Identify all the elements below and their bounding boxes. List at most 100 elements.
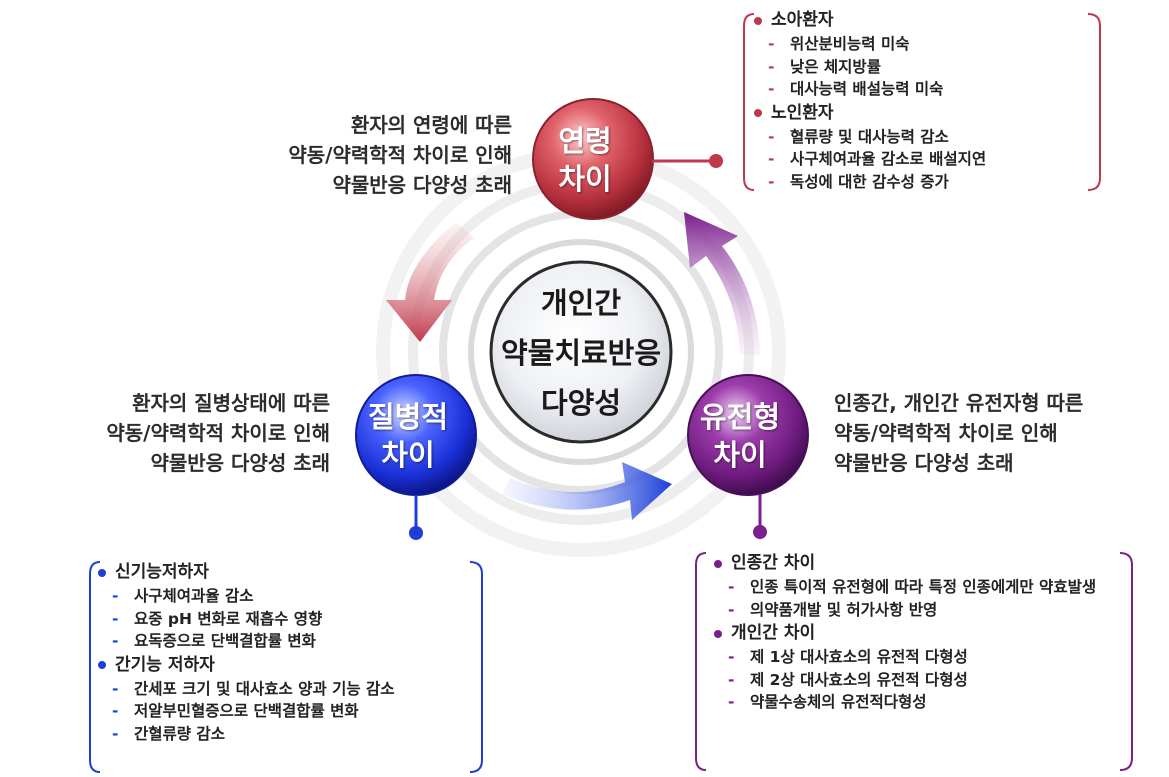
- dash-icon: -: [112, 702, 119, 720]
- panel-item: -요독증으로 단백결합률 변화: [98, 630, 478, 653]
- item-text: 의약품개발 및 허가사항 반영: [750, 600, 938, 619]
- genetic-panel-bracket-right: [1119, 552, 1133, 771]
- center-title-line: 개인간: [540, 286, 622, 320]
- genetic-description: 인종간, 개인간 유전자형 따른 약동/약력학적 차이로 인해 약물반응 다양성…: [834, 388, 1164, 478]
- dash-icon: -: [768, 150, 775, 168]
- ring-core: [468, 239, 694, 465]
- node-genetic-label: 유전형 차이: [665, 398, 815, 474]
- arrow-genetic-to-age: [684, 212, 760, 355]
- dash-icon: -: [112, 609, 119, 628]
- dash-icon: -: [728, 578, 735, 596]
- item-text: 간세포 크기 및 대사효소 양과 기능 감소: [134, 679, 395, 698]
- center-circle: [489, 260, 673, 444]
- panel-item: -제 2상 대사효소의 유전적 다형성: [714, 669, 1124, 692]
- dash-icon: -: [768, 35, 775, 53]
- age-panel-bracket-right: [1087, 13, 1101, 191]
- node-disease-line: 질병적: [367, 400, 449, 434]
- center-title: 개인간 약물치료반응 다양성: [488, 278, 674, 428]
- item-text: 제 2상 대사효소의 유전적 다형성: [750, 670, 968, 689]
- node-age-line: 연령: [558, 124, 612, 158]
- item-text: 대사능력 배설능력 미숙: [790, 80, 944, 98]
- bullet-icon: [714, 559, 722, 568]
- dash-icon: -: [768, 127, 775, 146]
- node-age: [532, 98, 654, 220]
- panel-item: -독성에 대한 감수성 증가: [754, 171, 1094, 194]
- item-text: 요중 pH 변화로 재흡수 영향: [134, 609, 323, 628]
- category-title: 노인환자: [771, 102, 834, 123]
- panel-item: -저알부민혈증으로 단백결합률 변화: [98, 700, 478, 723]
- panel-item: -요중 pH 변화로 재흡수 영향: [98, 608, 478, 631]
- panel-category: 간기능 저하자: [98, 653, 478, 678]
- panel-item: -제 1상 대사효소의 유전적 다형성: [714, 646, 1124, 669]
- item-text: 저알부민혈증으로 단백결합률 변화: [134, 702, 359, 720]
- disease-description: 환자의 질병상태에 따른 약동/약력학적 차이로 인해 약물반응 다양성 초래: [0, 388, 330, 478]
- node-disease-label: 질병적 차이: [333, 398, 483, 474]
- dash-icon: -: [728, 600, 735, 619]
- panel-item: -혈류량 및 대사능력 감소: [754, 126, 1094, 149]
- disease-panel-bracket-right: [469, 561, 483, 773]
- dash-icon: -: [768, 172, 775, 191]
- panel-category: 개인간 차이: [714, 621, 1124, 646]
- node-genetic-line: 유전형: [699, 400, 781, 434]
- item-text: 낮은 체지방률: [790, 57, 881, 76]
- node-genetic: [687, 374, 809, 496]
- bullet-icon: [98, 568, 106, 577]
- category-title: 개인간 차이: [731, 623, 816, 643]
- panel-category: 신기능저하자: [98, 560, 478, 585]
- genetic-description-line: 약물반응 다양성 초래: [834, 451, 1014, 475]
- item-text: 위산분비능력 미숙: [790, 35, 910, 53]
- panel-item: -간세포 크기 및 대사효소 양과 기능 감소: [98, 678, 478, 701]
- age-description-line: 환자의 연령에 따른: [350, 113, 512, 137]
- node-genetic-line: 차이: [713, 438, 767, 472]
- bullet-icon: [754, 109, 762, 117]
- disease-description-line: 환자의 질병상태에 따른: [132, 391, 330, 415]
- item-text: 인종 특이적 유전형에 따라 특정 인종에게만 약효발생: [750, 578, 1097, 596]
- connector-genetic-dot: [753, 525, 767, 539]
- panel-item: -위산분비능력 미숙: [754, 33, 1094, 56]
- disease-description-line: 약동/약력학적 차이로 인해: [106, 421, 330, 445]
- dash-icon: -: [112, 632, 119, 650]
- arrow-disease-to-genetic: [502, 462, 672, 520]
- bullet-icon: [754, 16, 762, 25]
- category-title: 간기능 저하자: [115, 654, 215, 675]
- item-text: 약물수송체의 유전적다형성: [750, 693, 927, 711]
- dash-icon: -: [728, 648, 735, 666]
- arrow-age-to-disease: [386, 222, 474, 342]
- dash-icon: -: [112, 724, 119, 743]
- disease-detail-panel: 신기능저하자 -사구체여과율 감소 -요중 pH 변화로 재흡수 영향 -요독증…: [98, 560, 478, 745]
- category-title: 인종간 차이: [731, 553, 816, 573]
- panel-item: -사구체여과율 감소: [98, 585, 478, 608]
- item-text: 혈류량 및 대사능력 감소: [790, 127, 949, 146]
- age-detail-panel: 소아환자 -위산분비능력 미숙 -낮은 체지방률 -대사능력 배설능력 미숙 노…: [754, 8, 1094, 193]
- age-panel-bracket-left: [743, 13, 755, 191]
- genetic-detail-panel: 인종간 차이 -인종 특이적 유전형에 따라 특정 인종에게만 약효발생 -의약…: [714, 551, 1124, 714]
- item-text: 사구체여과율 감소로 배설지연: [790, 150, 987, 168]
- panel-item: -사구체여과율 감소로 배설지연: [754, 148, 1094, 171]
- age-description: 환자의 연령에 따른 약동/약력학적 차이로 인해 약물반응 다양성 초래: [180, 110, 512, 200]
- panel-item: -인종 특이적 유전형에 따라 특정 인종에게만 약효발생: [714, 576, 1124, 599]
- item-text: 사구체여과율 감소: [134, 587, 254, 605]
- genetic-panel-bracket-left: [695, 552, 707, 771]
- disease-panel-bracket-left: [89, 561, 101, 773]
- panel-item: -낮은 체지방률: [754, 56, 1094, 79]
- item-text: 독성에 대한 감수성 증가: [790, 172, 949, 191]
- node-age-line: 차이: [558, 162, 612, 196]
- bullet-icon: [714, 629, 722, 638]
- dash-icon: -: [112, 587, 119, 605]
- bullet-icon: [98, 661, 106, 669]
- node-disease-line: 차이: [381, 438, 435, 472]
- node-age-label: 연령 차이: [510, 122, 660, 198]
- genetic-description-line: 약동/약력학적 차이로 인해: [834, 421, 1058, 445]
- panel-item: -약물수송체의 유전적다형성: [714, 691, 1124, 714]
- panel-category: 노인환자: [754, 101, 1094, 126]
- age-description-line: 약동/약력학적 차이로 인해: [288, 143, 512, 167]
- panel-category: 인종간 차이: [714, 551, 1124, 576]
- item-text: 제 1상 대사효소의 유전적 다형성: [750, 648, 968, 666]
- disease-description-line: 약물반응 다양성 초래: [150, 451, 330, 475]
- item-text: 간혈류량 감소: [134, 724, 225, 743]
- dash-icon: -: [728, 693, 735, 711]
- dash-icon: -: [768, 80, 775, 98]
- category-title: 신기능저하자: [115, 562, 209, 582]
- item-text: 요독증으로 단백결합률 변화: [134, 632, 316, 650]
